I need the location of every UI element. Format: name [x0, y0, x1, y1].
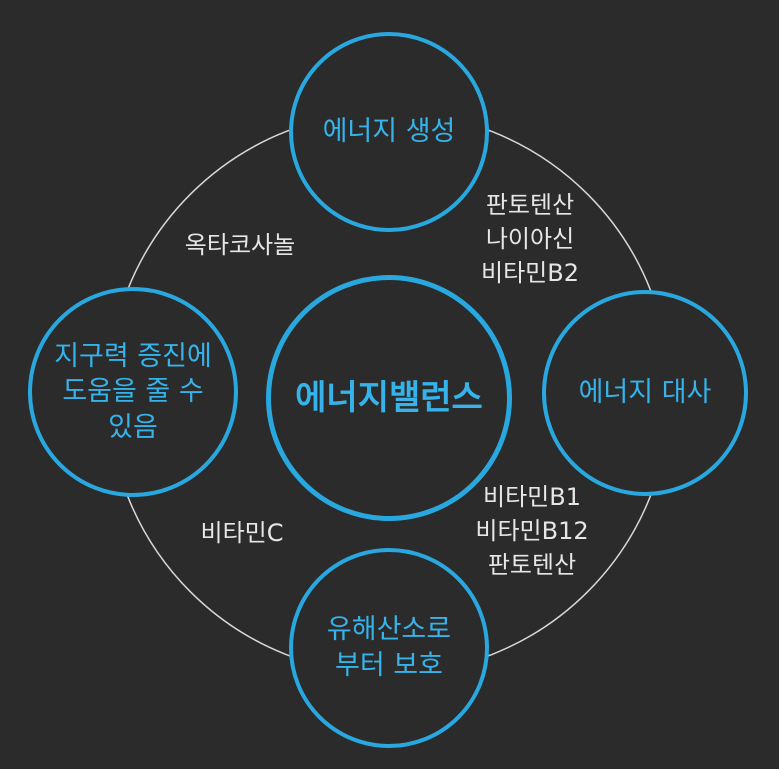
node-antioxidant-protection: 유해산소로 부터 보호 — [289, 548, 489, 748]
node-endurance: 지구력 증진에 도움을 줄 수 있음 — [28, 287, 238, 497]
node-energy-metabolism-label: 에너지 대사 — [578, 377, 712, 409]
ingredient-item: 판토텐산 — [485, 191, 575, 219]
ingredient-list-bottom-right: 비타민B1 비타민B12 판토텐산 — [466, 480, 598, 582]
ingredient-item: 비타민B12 — [475, 517, 589, 545]
node-antioxidant-protection-label: 유해산소로 부터 보호 — [326, 614, 452, 681]
ingredient-list-top-left: 옥타코사놀 — [160, 228, 320, 262]
node-energy-generation: 에너지 생성 — [289, 32, 489, 232]
center-label: 에너지밸런스 — [295, 377, 483, 418]
ingredient-list-top-right: 판토텐산 나이아신 비타민B2 — [468, 188, 592, 290]
node-energy-metabolism: 에너지 대사 — [542, 290, 748, 496]
ingredient-item: 비타민B1 — [483, 483, 581, 511]
center-node-energy-balance: 에너지밸런스 — [266, 275, 512, 521]
node-endurance-label: 지구력 증진에 도움을 줄 수 있음 — [54, 340, 212, 443]
ingredient-item: 판토텐산 — [487, 551, 577, 579]
ingredient-item: 옥타코사놀 — [184, 231, 296, 259]
ingredient-item: 비타민C — [200, 519, 284, 547]
ingredient-item: 비타민B2 — [481, 259, 579, 287]
ingredient-item: 나이아신 — [485, 225, 575, 253]
node-energy-generation-label: 에너지 생성 — [322, 116, 456, 148]
ingredient-list-bottom-left: 비타민C — [172, 516, 312, 550]
